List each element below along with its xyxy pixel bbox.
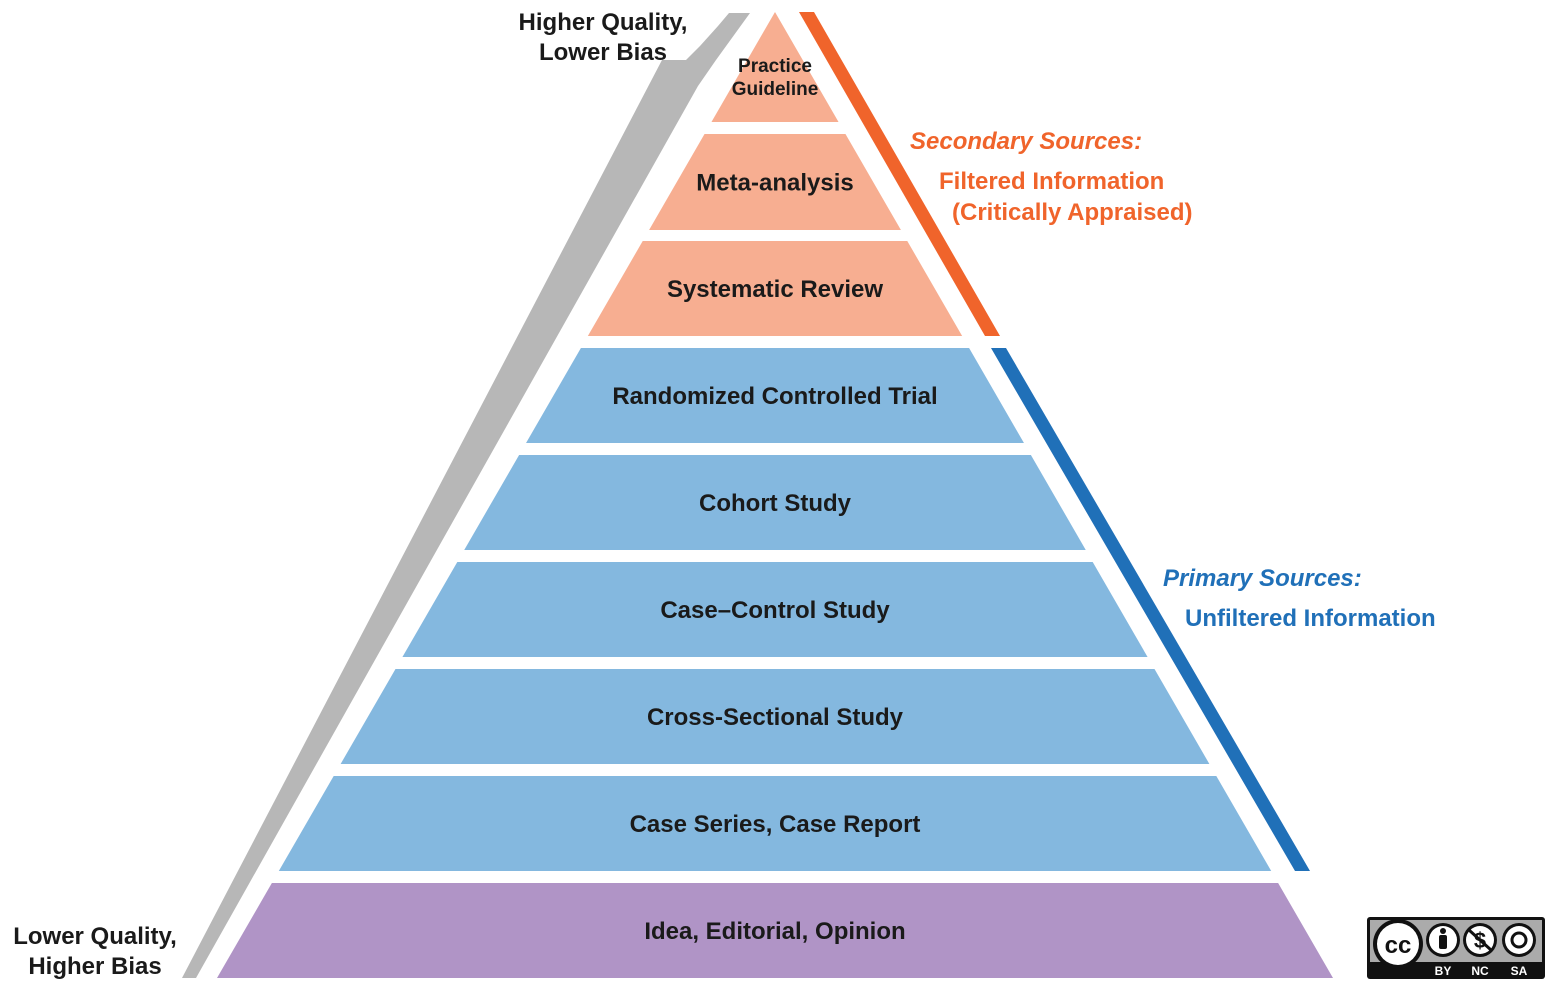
- tier-label: Guideline: [732, 79, 819, 100]
- tier-label: Case Series, Case Report: [630, 811, 921, 838]
- tier-label: Idea, Editorial, Opinion: [644, 918, 905, 945]
- pyramid-tier: [278, 776, 1272, 871]
- secondary-sources-line-1: Filtered Information: [939, 168, 1165, 195]
- license-label-sa: SA: [1511, 964, 1528, 978]
- primary-sources-line-1: Unfiltered Information: [1185, 605, 1436, 632]
- lower-quality-label: Lower Quality, Higher Bias: [0, 922, 190, 982]
- license-label-nc: NC: [1471, 964, 1489, 978]
- pyramid-tier: [464, 455, 1086, 550]
- license-badge: cc $ BY NC SA: [1367, 917, 1545, 979]
- lower-quality-line-1: Lower Quality,: [13, 923, 177, 950]
- secondary-sources-heading: Secondary Sources:: [910, 128, 1143, 155]
- svg-text:cc: cc: [1385, 932, 1412, 959]
- license-label-by: BY: [1435, 964, 1452, 978]
- tier-label: Cross-Sectional Study: [647, 704, 904, 731]
- quality-arrow: [182, 13, 750, 978]
- pyramid-tier: [217, 883, 1333, 978]
- secondary-sources-bar: [799, 12, 1000, 336]
- pyramid-tier: [526, 348, 1024, 443]
- primary-sources-bar: [991, 348, 1310, 871]
- pyramid-tier: [649, 134, 901, 230]
- higher-quality-line-2: Lower Bias: [538, 39, 668, 66]
- primary-sources-heading: Primary Sources:: [1163, 565, 1362, 592]
- pyramid-tier: [711, 12, 839, 122]
- creative-commons-by-nc-sa-icon: cc $: [1373, 919, 1536, 969]
- higher-quality-label: Higher Quality, Lower Bias: [508, 8, 698, 68]
- tier-label: Systematic Review: [667, 276, 883, 303]
- higher-quality-line-1: Higher Quality,: [518, 9, 688, 36]
- tier-label: Meta-analysis: [696, 169, 853, 196]
- tier-label: Case–Control Study: [660, 597, 890, 624]
- pyramid-tier: [402, 562, 1148, 657]
- secondary-sources-line-2: (Critically Appraised): [952, 199, 1193, 226]
- tier-label: Cohort Study: [699, 490, 852, 517]
- pyramid-tiers: PracticeGuidelineMeta-analysisSystematic…: [217, 12, 1333, 978]
- pyramid-tier: [587, 241, 963, 336]
- pyramid-tier: [340, 669, 1210, 764]
- tier-label: Practice: [738, 56, 812, 77]
- tier-label: Randomized Controlled Trial: [612, 383, 937, 410]
- lower-quality-line-2: Higher Bias: [28, 953, 162, 980]
